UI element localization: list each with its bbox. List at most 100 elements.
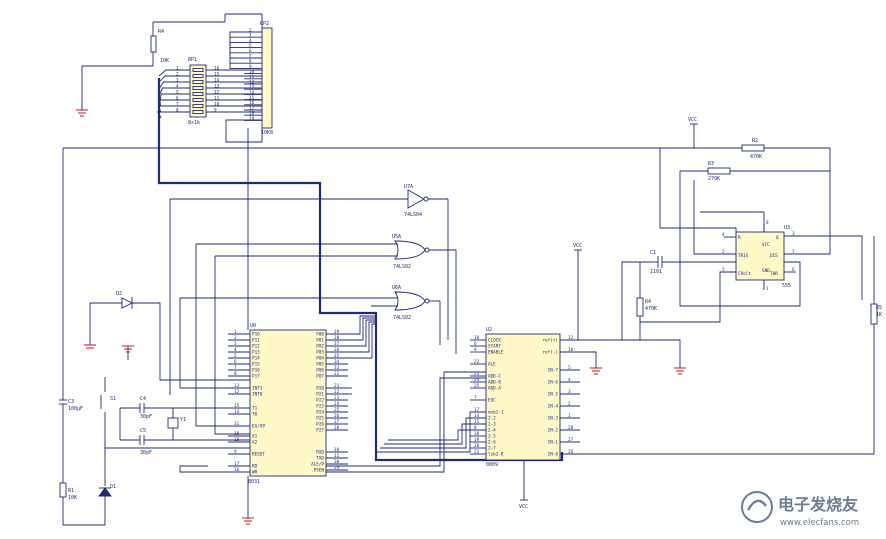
- r4b-label: R4: [645, 299, 651, 305]
- u2-pin-name: ref(-): [542, 350, 558, 356]
- u2-pin-number: 27: [568, 437, 574, 443]
- u0-pin-name: P01: [316, 338, 324, 344]
- u0-pin-name: TXD: [316, 456, 324, 462]
- u2-pin-name: IN-5: [548, 392, 559, 398]
- c4-value: 30pF: [140, 414, 152, 420]
- rp1-element: [192, 92, 204, 96]
- u3-pin-name: TRIG: [738, 253, 749, 259]
- u0-pin-number: 30: [334, 459, 340, 465]
- r5-resistor: R 5 1K: [560, 236, 882, 455]
- d2-label: D2: [116, 291, 122, 297]
- rp2-pin-number: 15: [249, 95, 255, 101]
- u2-pin-number: 5: [568, 365, 571, 371]
- u2-pin-name: msb2-1: [488, 410, 504, 416]
- rp1-pin-number: 4: [176, 84, 179, 90]
- u0-pin-number: 32: [334, 371, 340, 377]
- rp1-pin-number: 15: [214, 72, 220, 78]
- u0-pin-name: RESET: [252, 452, 265, 458]
- u2-pin-name: ADD-C: [488, 374, 501, 380]
- u3-pin-number: 8: [766, 220, 769, 226]
- rp2-pin-number: 18: [249, 111, 255, 117]
- rp1-element: [192, 86, 204, 90]
- watermark-title: 电子发烧友: [778, 495, 859, 514]
- r5-value: 1K: [876, 312, 882, 318]
- u0-part: 8031: [248, 479, 260, 485]
- rp1-element: [192, 80, 204, 84]
- u0-pin-number: 11: [334, 453, 340, 459]
- u3-pin-number: 1: [766, 286, 769, 292]
- u2-pin-number: 26: [568, 449, 574, 455]
- rp1-element: [192, 68, 204, 72]
- u0-pin-number: 1: [234, 329, 237, 335]
- u2-pin-number: 22: [474, 359, 480, 365]
- u0-pin-name: ALE/P: [311, 462, 324, 468]
- rp1-pin-number: 14: [214, 78, 220, 84]
- u0-pin-name: P14: [252, 356, 260, 362]
- c6-ground: [122, 345, 134, 360]
- u2-pin-name: START: [488, 344, 501, 350]
- u0-pin-name: RXD: [316, 450, 324, 456]
- u2-pin-name: ENABLE: [488, 350, 504, 356]
- u2-pin-number: 24: [474, 377, 480, 383]
- r3-label: R3: [708, 161, 714, 167]
- u6a-part: 74LS02: [393, 315, 411, 321]
- u6a-nor-gate: U6A 74LS02: [180, 285, 441, 345]
- u2-pin-name: IN-1: [548, 440, 559, 446]
- u2-pin-name: IN-2: [548, 428, 559, 434]
- rp1-element: [192, 74, 204, 78]
- u0-pin-number: 21: [334, 383, 340, 389]
- u7a-label: U7A: [404, 184, 413, 190]
- u0-pin-number: 6: [234, 359, 237, 365]
- u0-pin-name: WR: [252, 470, 258, 476]
- u2-pin-number: 9: [474, 347, 477, 353]
- u0-pin-name: P11: [252, 338, 260, 344]
- c5-value: 30pF: [140, 450, 152, 456]
- rp1-pin-number: 13: [214, 84, 220, 90]
- u2-pin-number: 7: [474, 395, 477, 401]
- u3-pin-number: 5: [722, 267, 725, 273]
- u3-pin-number: 7: [792, 249, 795, 255]
- u0-pin-name: P20: [316, 386, 324, 392]
- u2-pin-number: 1: [568, 413, 571, 419]
- u0-pin-name: P03: [316, 350, 324, 356]
- u2-pin-name: IN-6: [548, 380, 559, 386]
- u0-pin-name: P16: [252, 368, 260, 374]
- u2-pin-name: 2-7: [488, 446, 496, 452]
- u0-pin-number: 31: [234, 421, 240, 427]
- u2-pin-number: 10: [474, 335, 480, 341]
- u0-pin-name: P27: [316, 428, 324, 434]
- rp1-element: [192, 98, 204, 102]
- u0-pin-number: 29: [334, 465, 340, 471]
- u3-part: 555: [782, 283, 791, 289]
- u3-pin-name: DIS: [770, 253, 778, 259]
- rp2-pin-number: 8: [249, 59, 252, 65]
- u3-pin-name: R: [738, 235, 741, 241]
- u0-pin-name: P06: [316, 368, 324, 374]
- timer-resistors: R2 470K R3 270K: [659, 138, 863, 307]
- u2-pin-number: 6: [474, 341, 477, 347]
- u0-pin-number: 15: [234, 403, 240, 409]
- rp1-pin-number: 12: [214, 90, 220, 96]
- rp1-pin-number: 16: [214, 66, 220, 72]
- u0-pin-number: 35: [334, 353, 340, 359]
- r1-label: R1: [68, 488, 74, 494]
- rp1-pin-number: 9: [214, 108, 217, 114]
- u2-pin-number: 16: [568, 347, 574, 353]
- rp1-pin-number: 10: [214, 102, 220, 108]
- rp1-pin-number: 8: [176, 108, 179, 114]
- u3-pin-number: 2: [722, 249, 725, 255]
- u3-pin-number: 3: [792, 231, 795, 237]
- u0-pin-name: X2: [252, 440, 258, 446]
- c1-value: 1101: [650, 269, 662, 275]
- u2-pin-number: 28: [568, 425, 574, 431]
- u0-pin-name: RD: [252, 464, 258, 470]
- rp1-bus-lead: [159, 93, 170, 101]
- rp2-pin-number: 14: [249, 90, 255, 96]
- crystal-oscillator: C4 30pF C5 30pF Y1: [119, 396, 250, 456]
- u0-pin-number: 33: [334, 365, 340, 371]
- u2-pin-name: ref(+): [542, 338, 558, 344]
- u2-pin-number: 20: [474, 443, 480, 449]
